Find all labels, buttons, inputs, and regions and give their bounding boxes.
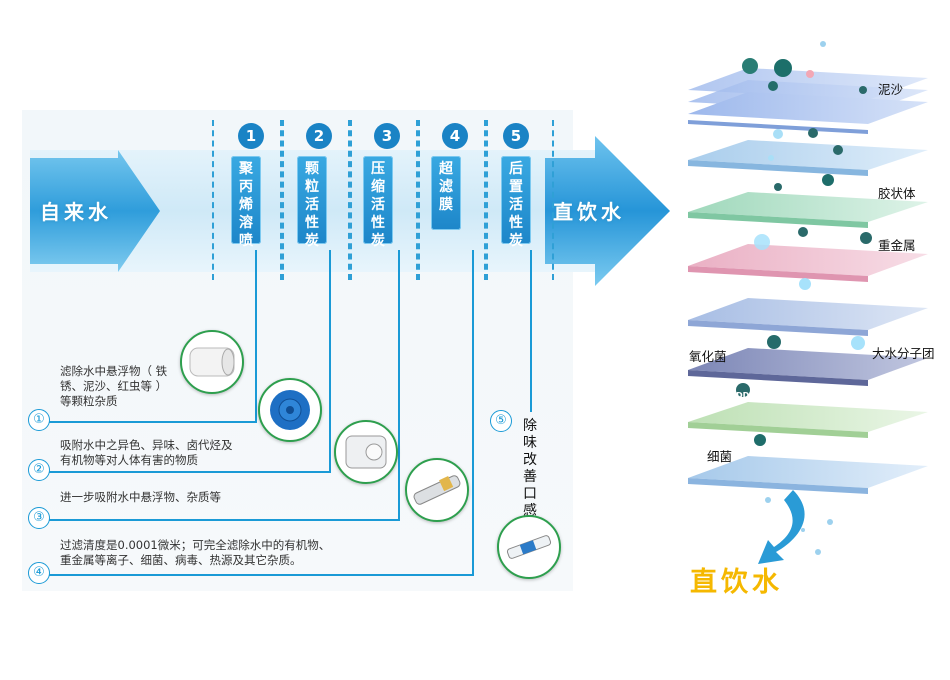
stage-3-number: 3	[374, 123, 400, 149]
stage-5-label: 后置活性炭	[501, 156, 531, 249]
connector-4-h	[48, 574, 474, 576]
granular-carbon-filter-image	[258, 378, 322, 442]
layer-sediment	[688, 68, 928, 134]
label-sediment: 泥沙	[878, 82, 904, 97]
desc-3: 进一步吸附水中悬浮物、杂质等	[60, 490, 221, 505]
stage-4-number: 4	[442, 123, 468, 149]
label-large-water-molecule: 大水分子团	[872, 346, 935, 361]
desc-4: 过滤清度是0.0001微米；可完全滤除水中的有机物、 重金属等离子、细菌、病毒、…	[60, 538, 330, 568]
connector-3-h	[48, 519, 400, 521]
stage-3-frame	[348, 120, 420, 280]
desc-3-number: ③	[28, 507, 50, 529]
pp-cotton-filter-image	[180, 330, 244, 394]
desc-4-number: ④	[28, 562, 50, 584]
output-arrow	[545, 136, 670, 286]
particles	[736, 41, 872, 555]
layer-colloid	[688, 140, 928, 176]
connector-3-v	[398, 250, 400, 520]
compressed-carbon-filter-image	[334, 420, 398, 484]
label-colloid: 胶状体	[878, 186, 916, 201]
stage-3-label: 压缩活性炭	[363, 156, 393, 249]
desc-1-line-2: 锈、泥沙、红虫等 ）	[60, 379, 168, 393]
connector-5-v	[530, 250, 532, 412]
connector-1-h	[48, 421, 257, 423]
desc-1-line-3: 等颗粒杂质	[60, 394, 118, 408]
output-curve-arrow	[758, 490, 805, 564]
stage-5-number: 5	[503, 123, 529, 149]
ddv-badge: DDV	[736, 391, 756, 400]
input-label: 自来水	[40, 200, 112, 224]
filtration-layers-diagram: DDV	[688, 41, 928, 564]
layer-pink	[688, 244, 928, 282]
stage-2-number: 2	[306, 123, 332, 149]
label-bacteria: 细菌	[707, 449, 733, 464]
connector-1-v	[255, 250, 257, 422]
layer-heavy-metal	[688, 192, 928, 228]
connector-4-v	[472, 250, 474, 575]
layer-oxidizing-bacteria	[688, 298, 928, 336]
stage-1-label: 聚丙烯溶喷	[231, 156, 261, 249]
ultrafiltration-membrane-image	[405, 458, 469, 522]
desc-4-line-1: 过滤清度是0.0001微米；可完全滤除水中的有机物、	[60, 538, 331, 552]
post-carbon-filter-image	[497, 515, 561, 579]
input-arrow	[30, 150, 160, 272]
final-water-label: 直饮水	[690, 567, 783, 598]
desc-5-number: ⑤	[490, 410, 512, 432]
stage-4-frame	[416, 120, 488, 280]
output-label: 直饮水	[553, 200, 625, 224]
desc-1: 滤除水中悬浮物（ 铁 锈、泥沙、红虫等 ） 等颗粒杂质	[60, 364, 167, 409]
desc-5-text: 除味改善口感	[523, 418, 537, 519]
layer-carbon-mesh	[688, 348, 928, 386]
stage-2-label: 颗粒活性炭	[297, 156, 327, 249]
desc-2-line-1: 吸附水中之异色、异味、卤代烃及	[60, 438, 233, 452]
label-oxidizing-bacteria: 氧化菌	[689, 349, 727, 364]
stage-1-frame	[212, 120, 284, 280]
stage-5-frame	[484, 120, 554, 280]
layer-membrane	[688, 456, 928, 494]
desc-2: 吸附水中之异色、异味、卤代烃及 有机物等对人体有害的物质	[60, 438, 233, 468]
layer-bacteria	[688, 402, 928, 438]
connector-2-v	[329, 250, 331, 472]
desc-1-number: ①	[28, 409, 50, 431]
stage-4-label: 超滤膜	[431, 156, 461, 230]
desc-4-line-2: 重金属等离子、细菌、病毒、热源及其它杂质。	[60, 553, 302, 567]
stage-1-number: 1	[238, 123, 264, 149]
desc-2-line-2: 有机物等对人体有害的物质	[60, 453, 198, 467]
desc-1-line-1: 滤除水中悬浮物（ 铁	[60, 364, 168, 378]
desc-2-number: ②	[28, 459, 50, 481]
connector-2-h	[48, 471, 331, 473]
stage-2-frame	[280, 120, 352, 280]
desc-3-line-1: 进一步吸附水中悬浮物、杂质等	[60, 490, 221, 504]
label-heavy-metal: 重金属	[878, 238, 916, 253]
